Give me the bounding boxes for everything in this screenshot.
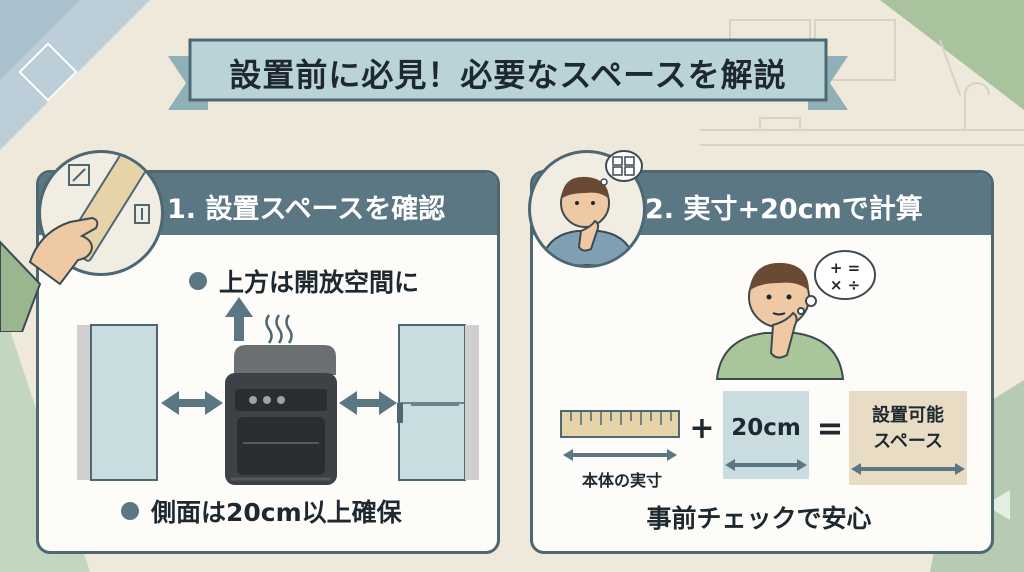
air-fryer-icon [225,345,337,485]
installation-illustration [77,297,479,485]
bullet-dot [121,502,139,520]
body-size-label: 本体の実寸 [581,471,662,490]
diagonal-arrow-icon [68,164,90,186]
result-width-arrow [851,463,965,475]
result-line-2: スペース [873,431,943,452]
space-width-arrow [725,459,807,471]
thinking-person-icon [715,262,845,380]
caption-side-space: 側面は20cm以上確保 [121,493,402,529]
ruler-icon [560,410,680,461]
bullet-dot [189,272,207,290]
left-gap-arrow [161,391,223,415]
result-line-1: 設置可能 [872,405,944,426]
thinking-avatar [528,150,646,268]
hand-icon [0,216,99,332]
panel-title: 1. 設置スペースを確認 [167,194,446,225]
up-arrow-icon [225,297,253,341]
page-title: 設置前に必見！必要なスペースを解説 [229,56,787,94]
caption-text: 上方は開放空間に [219,268,420,297]
caption-top-space: 上方は開放空間に [189,263,419,299]
vertical-arrow-icon [134,204,150,224]
cabinet-icon [77,324,158,481]
calculator-bubble-icon [600,150,643,186]
panel-title: 2. 実寸+20cmで計算 [645,194,923,225]
ruler-avatar [38,150,164,276]
plus-sign: + [689,411,715,446]
caption-text: 側面は20cm以上確保 [151,498,402,527]
title-ribbon [168,38,848,110]
conclusion-text: 事前チェックで安心 [646,504,872,533]
heat-waves-icon [265,314,293,344]
calculator-bubble-icon: + = × ÷ [797,250,876,315]
svg-text:+ =: + = [830,259,860,277]
svg-text:× ÷: × ÷ [830,276,860,294]
right-gap-arrow [339,391,397,415]
space-value: 20cm [731,415,801,441]
wall-icon [397,324,479,481]
equals-sign: = [816,409,844,447]
